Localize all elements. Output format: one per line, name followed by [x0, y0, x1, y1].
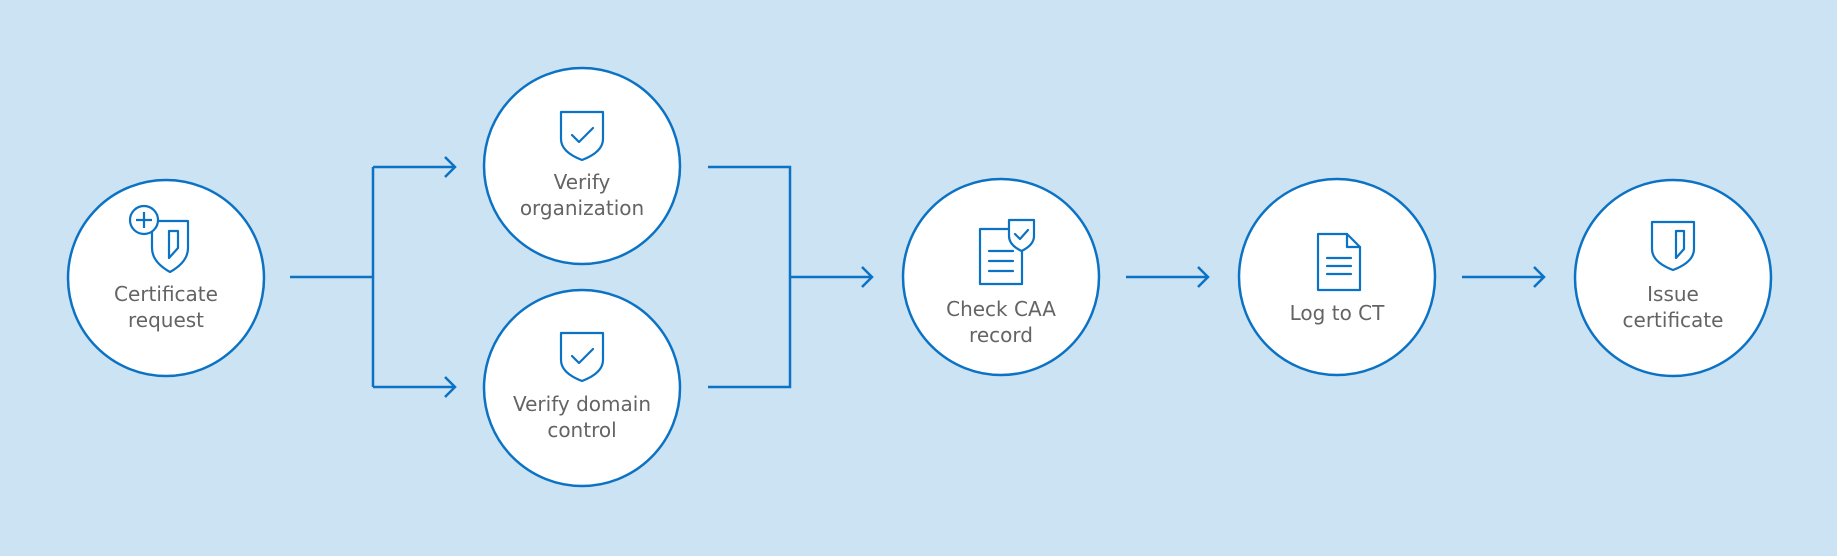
- node-label-line2: certificate: [1623, 308, 1724, 332]
- arrowhead-to-caa: [861, 266, 874, 288]
- node-label-line1: Verify domain: [513, 392, 651, 416]
- edge-merge: [708, 165, 872, 389]
- node-verify-domain-control: Verify domain control: [482, 288, 682, 488]
- arrowhead-to-verify-org: [444, 156, 457, 178]
- node-log-to-ct: Log to CT: [1237, 177, 1437, 377]
- node-label-line1: Log to CT: [1290, 301, 1385, 325]
- arrowhead-to-verify-domain: [444, 376, 457, 398]
- shield-icon: [1650, 220, 1696, 272]
- node-label-line1: Certificate: [114, 282, 218, 306]
- node-issue-certificate: Issue certificate: [1573, 178, 1773, 378]
- node-label-line2: control: [547, 418, 616, 442]
- node-label-line1: Issue: [1647, 282, 1699, 306]
- node-label-line2: organization: [520, 196, 644, 220]
- node-label-line1: Verify: [554, 170, 611, 194]
- arrowhead-to-ct: [1197, 266, 1210, 288]
- node-label-line2: record: [969, 323, 1033, 347]
- arrowhead-to-issue: [1533, 266, 1546, 288]
- node-label-line1: Check CAA: [946, 297, 1056, 321]
- shield-plus-icon: [128, 204, 190, 274]
- shield-check-icon: [559, 110, 605, 162]
- node-label-line2: request: [128, 308, 204, 332]
- shield-check-icon: [559, 331, 605, 383]
- document-shield-icon: [978, 218, 1036, 286]
- node-check-caa-record: Check CAA record: [901, 177, 1101, 377]
- edge-request-split: [290, 165, 455, 389]
- document-icon: [1316, 232, 1362, 292]
- node-verify-organization: Verify organization: [482, 66, 682, 266]
- node-certificate-request: Certificate request: [66, 178, 266, 378]
